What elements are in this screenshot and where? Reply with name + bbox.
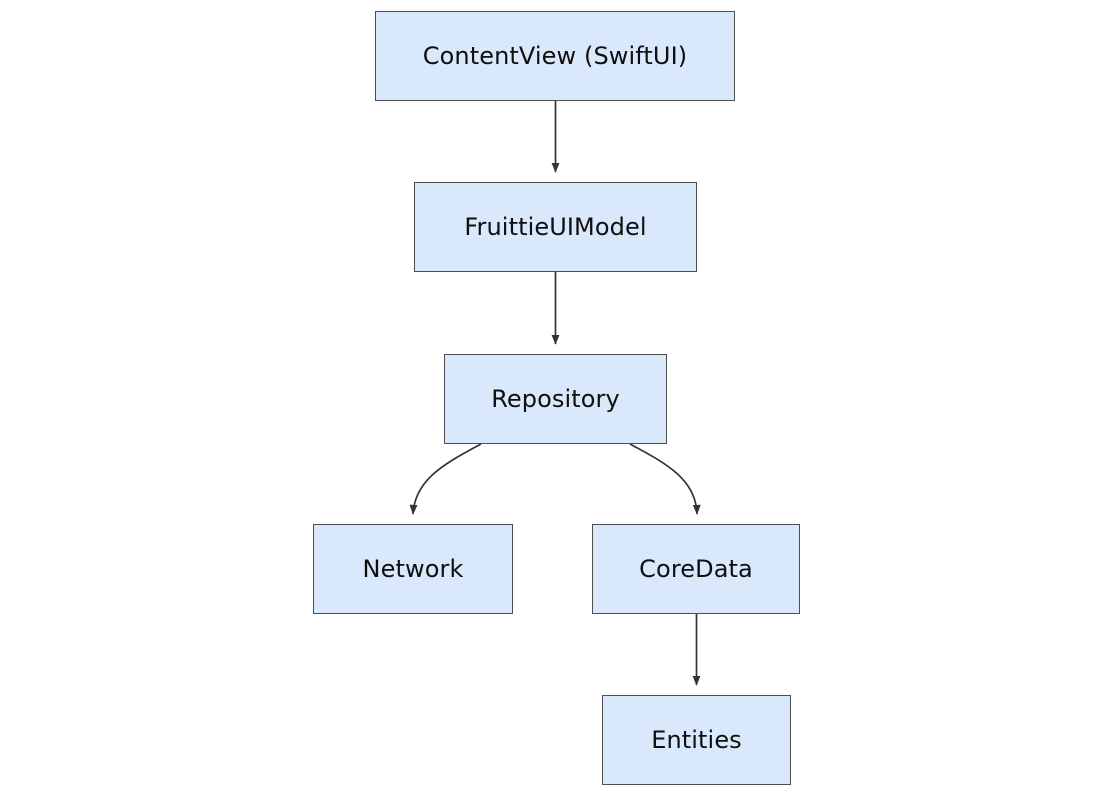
node-contentview[interactable]: ContentView (SwiftUI) [375,11,735,101]
edge-repository-to-network [409,443,482,515]
node-label-fruittieuimodel: FruittieUIModel [464,212,647,241]
node-label-contentview: ContentView (SwiftUI) [422,41,688,70]
node-entities[interactable]: Entities [602,695,791,785]
node-repository[interactable]: Repository [444,354,667,444]
node-fruittieuimodel[interactable]: FruittieUIModel [414,182,697,272]
edge-repository-to-coredata [629,443,701,515]
node-label-repository: Repository [491,384,620,413]
node-label-coredata: CoreData [639,554,753,583]
node-label-network: Network [362,554,464,583]
node-coredata[interactable]: CoreData [592,524,800,614]
node-network[interactable]: Network [313,524,513,614]
node-label-entities: Entities [651,725,742,754]
